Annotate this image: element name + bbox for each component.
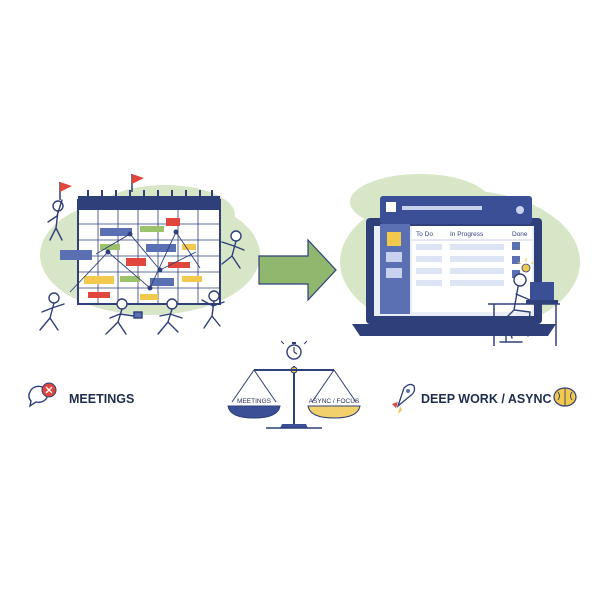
calendar — [60, 190, 221, 305]
person-figure — [47, 199, 64, 241]
person-figure — [221, 230, 245, 269]
scale-right-label: ASYNC / FOCUS — [309, 398, 360, 405]
board-column-todo: To Do — [416, 231, 433, 238]
flag-icon — [131, 174, 144, 192]
calendar-tangle — [69, 229, 201, 293]
board-column-done: Done — [512, 231, 528, 238]
deep-work-label: DEEP WORK / ASYNC — [421, 392, 552, 406]
desk-laptop-icon — [526, 282, 558, 304]
calendar-grid — [78, 210, 220, 304]
flag-icon — [59, 182, 72, 200]
person-figure — [157, 298, 183, 335]
scale-left-label: MEETINGS — [237, 398, 272, 405]
board-cards — [412, 239, 532, 286]
person-figure — [105, 298, 143, 335]
right-pan — [307, 405, 361, 419]
focused-person-figure — [499, 273, 531, 343]
person-figure — [201, 290, 225, 329]
deep-work-scene: To Do In Progress Done — [340, 174, 580, 346]
calendar-events — [60, 218, 202, 300]
laptop: To Do In Progress Done — [352, 196, 556, 336]
person-figure — [39, 292, 65, 331]
balance-scale: MEETINGS ASYNC / FOCUS — [227, 340, 361, 429]
meetings-label: MEETINGS — [69, 392, 134, 406]
transition-arrow-icon — [258, 238, 337, 302]
left-pan — [227, 405, 281, 419]
stopwatch-icon — [280, 340, 308, 360]
board-column-in-progress: In Progress — [450, 231, 484, 238]
rocket-icon — [392, 383, 416, 414]
lightbulb-icon — [517, 258, 535, 273]
calendar-rings — [87, 190, 213, 200]
brain-icon — [553, 387, 577, 407]
chat-bubbles-cancel-icon — [28, 382, 57, 408]
meetings-scene — [39, 174, 260, 335]
